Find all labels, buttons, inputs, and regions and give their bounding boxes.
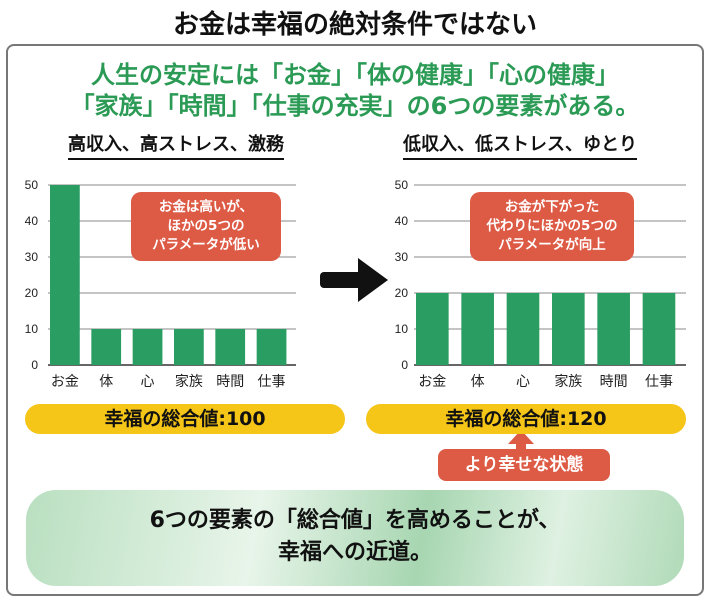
right-total-pill: 幸福の総合値:120 <box>366 404 686 434</box>
y-tick-label: 10 <box>25 322 39 336</box>
bar <box>552 293 585 365</box>
bar <box>461 293 494 365</box>
right-subtitle: 低収入、低ストレス、ゆとり <box>403 130 637 160</box>
y-tick-label: 20 <box>25 286 39 300</box>
headline-line-1: 人生の安定には「お金」「体の健康」「心の健康」 <box>91 61 619 89</box>
left-total-pill: 幸福の総合値:100 <box>25 404 345 434</box>
x-tick-label: 家族 <box>554 373 582 390</box>
headline-line-2: 「家族」「時間」「仕事の充実」の6つの要素がある。 <box>70 92 640 120</box>
page-title: お金は幸福の絶対条件ではない <box>172 10 537 40</box>
conclusion-banner: 6つの要素の「総合値」を高めることが、 幸福への近道。 <box>26 490 684 586</box>
bar <box>597 293 630 365</box>
y-tick-label: 30 <box>25 250 39 264</box>
y-tick-label: 40 <box>25 214 39 228</box>
callout-line: ほかの5つの <box>167 218 245 234</box>
x-tick-label: 家族 <box>175 373 203 390</box>
conclusion-line-1: 6つの要素の「総合値」を高めることが、 <box>149 508 561 533</box>
x-tick-label: お金 <box>418 374 446 390</box>
left-chart: 0 10 20 30 40 50 お金 体 心 家族時間仕事 <box>25 178 296 390</box>
bar <box>256 329 287 365</box>
bar <box>416 293 449 365</box>
x-tick-label: 時間 <box>600 374 628 390</box>
y-tick-label: 50 <box>25 178 39 192</box>
callout-line: パラメータが向上 <box>498 237 606 253</box>
conclusion-line-2: 幸福への近道。 <box>277 540 432 565</box>
bar <box>50 185 80 365</box>
bar <box>506 293 540 365</box>
right-callout: お金が下がった 代わりにほかの5つの パラメータが向上 <box>470 192 634 261</box>
content-frame <box>6 44 704 596</box>
up-arrow-icon <box>508 430 534 452</box>
bar <box>642 293 676 365</box>
y-tick-label: 40 <box>395 214 409 228</box>
y-tick-label: 0 <box>401 358 408 372</box>
right-chart: 0 10 20 30 40 50 お金 体 心 家族 時間 仕事 <box>395 178 686 390</box>
x-tick-label: お金 <box>51 374 79 390</box>
happier-badge: より幸せな状態 <box>438 449 610 481</box>
left-callout: お金は高いが、 ほかの5つの パラメータが低い <box>131 192 281 261</box>
x-tick-label: 心 <box>516 374 530 390</box>
x-tick-label: 時間 <box>216 374 244 390</box>
callout-line: お金は高いが、 <box>158 199 254 215</box>
y-tick-label: 30 <box>395 250 409 264</box>
callout-line: お金が下がった <box>504 199 600 215</box>
y-tick-label: 20 <box>395 286 409 300</box>
transition-arrow-icon <box>320 258 388 302</box>
bar <box>132 329 163 365</box>
bar <box>91 329 122 365</box>
callout-line: 代わりにほかの5つの <box>486 218 618 234</box>
bar <box>215 329 246 365</box>
y-tick-label: 0 <box>31 358 38 372</box>
y-tick-label: 10 <box>395 322 409 336</box>
left-subtitle: 高収入、高ストレス、激務 <box>68 130 284 160</box>
callout-line: パラメータが低い <box>152 237 260 253</box>
y-tick-label: 50 <box>395 178 409 192</box>
x-tick-label: 仕事 <box>645 374 673 390</box>
bar <box>174 329 204 365</box>
x-tick-label: 仕事 <box>258 374 286 390</box>
x-tick-label: 体 <box>99 374 113 390</box>
x-tick-label: 体 <box>471 374 485 390</box>
x-tick-label: 心 <box>141 374 155 390</box>
